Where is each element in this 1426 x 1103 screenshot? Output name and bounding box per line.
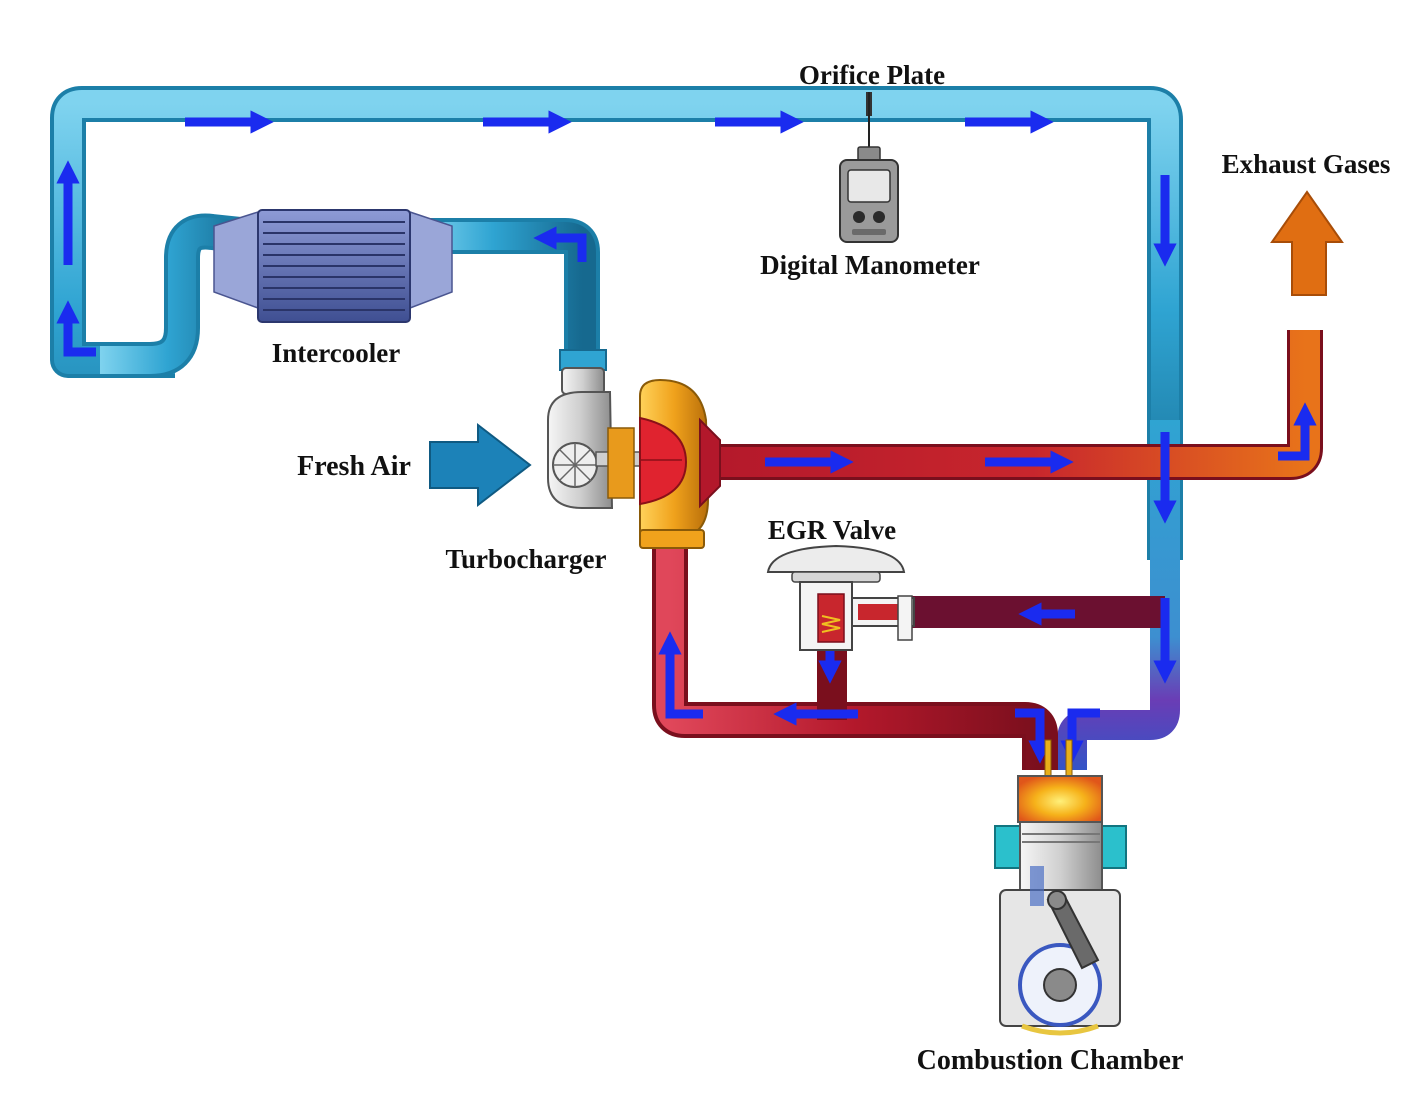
flow-arrow: [1060, 708, 1100, 764]
digital-manometer-label: Digital Manometer: [760, 250, 980, 280]
fresh-air-arrow: [429, 422, 532, 508]
manometer-icon: [839, 146, 899, 243]
exhaust-pipe: [652, 330, 1323, 770]
orifice-plate-icon: [866, 92, 872, 150]
flow-arrows: [56, 110, 1317, 764]
egr-valve-icon: [766, 544, 915, 651]
combustion-chamber-label: Combustion Chamber: [917, 1045, 1184, 1076]
turbocharger-label: Turbocharger: [446, 544, 607, 574]
flow-arrow: [658, 631, 703, 719]
orifice-plate-label: Orifice Plate: [799, 60, 945, 90]
flow-arrow: [56, 300, 96, 357]
flow-arrow: [533, 226, 587, 262]
intercooler-label: Intercooler: [272, 338, 400, 368]
engine-cylinder-icon: [994, 739, 1127, 1036]
turbocharger-icon: [547, 349, 721, 549]
fresh-air-label: Fresh Air: [297, 451, 411, 482]
flow-arrow: [1278, 402, 1317, 461]
intercooler-icon: [213, 209, 453, 323]
exhaust-out-arrow: [1270, 190, 1344, 296]
flow-arrow: [1015, 708, 1052, 764]
egr-valve-label: EGR Valve: [768, 515, 896, 545]
exhaust-gases-label: Exhaust Gases: [1222, 149, 1391, 179]
